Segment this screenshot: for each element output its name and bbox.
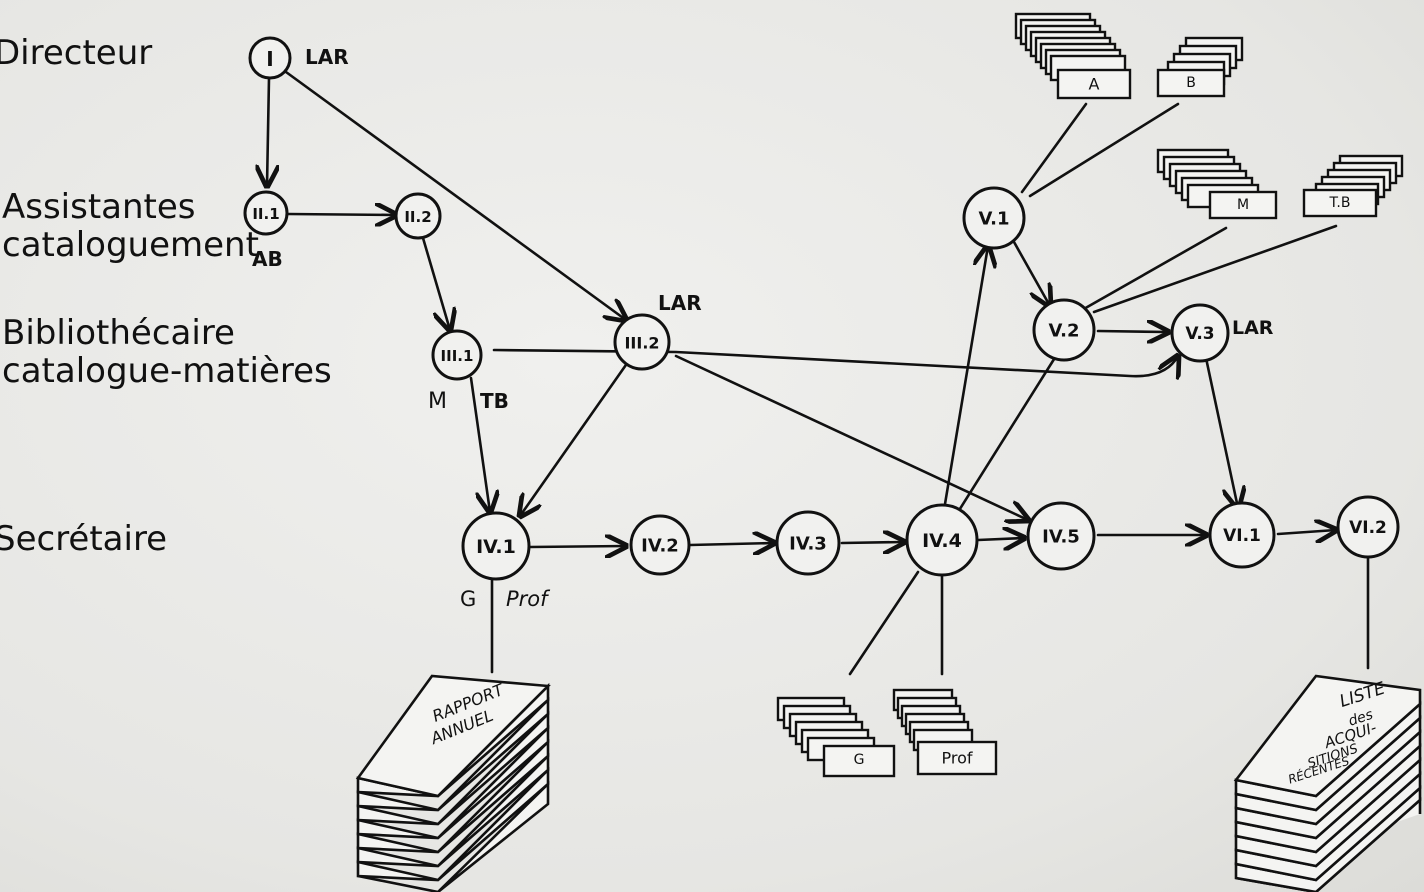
annotation-tb: TB [480,389,509,413]
edge-II1-II2 [286,214,396,215]
role-label-secretaire: Secrétaire [0,519,168,559]
link-V2-fileM [1080,226,1228,312]
edge-V1-V2 [1012,240,1050,306]
document-rapport-annuel [355,674,551,892]
role-label-assistantes-line2: catalogue­ment [2,225,259,265]
file-stack-g [776,696,896,778]
edge-IV3-IV4 [840,542,904,543]
role-label-directeur: Directeur [0,33,153,73]
node-III-2-label: III.2 [624,334,659,353]
file-stack-b [1156,36,1244,98]
annotation-g: G [460,587,476,611]
file-label-a: A [1089,75,1100,94]
edge-IV4-V1 [942,246,988,512]
annotation-prof: Prof [506,587,551,611]
edge-III2-IV5 [674,354,1028,520]
annotation-lar-3: LAR [1232,317,1274,339]
link-IV4-fileG [848,570,920,676]
edge-III1-IV1 [469,376,490,512]
edge-III2-IV1 [520,360,630,516]
node-IV-5-label: IV.5 [1042,527,1080,548]
node-IV-2-label: IV.2 [641,536,679,557]
annotation-m: M [428,389,447,414]
link-V1-fileA [1020,102,1088,194]
node-VI-2-label: VI.2 [1349,518,1387,538]
node-I-label: I [266,47,273,71]
role-label-assistantes-line1: Assistantes [2,187,196,227]
edge-IV1-IV2 [528,546,626,547]
edge-VI1-VI2 [1276,530,1336,534]
liste-title-line2: des [1347,707,1376,730]
edge-V3-VI1 [1204,356,1238,508]
file-label-tb: T.B [1329,195,1351,211]
node-IV-4 [905,503,979,577]
edge-I-III2 [284,70,626,320]
node-IV-1 [461,511,531,581]
edge-IV2-IV3 [688,543,774,545]
file-label-b: B [1186,75,1196,91]
file-stack-m [1156,148,1278,220]
node-III-2 [613,313,671,371]
node-VI-1-label: VI.1 [1223,526,1261,546]
node-III-1 [431,329,483,381]
node-VI-2 [1336,495,1400,559]
node-V-2 [1032,298,1096,362]
annotation-lar-1: LAR [305,45,349,69]
role-label-bibliothecaire-line1: Bibliothécaire [2,313,235,353]
edge-II2-III1 [421,236,450,330]
node-IV-2 [629,514,691,576]
file-label-prof: Prof [941,749,972,768]
node-III-1-label: III.1 [441,347,474,365]
file-stack-a [1014,12,1132,100]
node-V-3 [1170,303,1230,363]
node-II-2 [394,192,442,240]
node-II-2-label: II.2 [404,208,431,226]
file-stack-tb [1302,154,1404,218]
node-V-3-label: V.3 [1185,324,1214,344]
node-IV-5 [1026,501,1096,571]
edge-IV4-IV5 [976,538,1024,540]
annotation-lar-2: LAR [658,291,702,315]
node-IV-4-label: IV.4 [922,530,962,552]
node-IV-1-label: IV.1 [476,536,516,558]
node-V-1 [962,186,1026,250]
file-stack-prof [892,688,998,776]
file-label-m: M [1237,197,1249,213]
file-label-g: G [854,752,865,768]
node-IV-3-label: IV.3 [789,534,827,555]
node-I [248,36,292,80]
node-II-1-label: II.1 [252,205,279,223]
node-V-1-label: V.1 [979,209,1010,230]
node-II-1 [243,190,289,236]
edge-I-II1 [267,76,269,186]
role-label-bibliothecaire-line2: catalogue-matières [2,351,332,391]
node-V-2-label: V.2 [1049,321,1080,342]
document-liste-acquisitions [1233,674,1422,892]
edge-III1-V3 [492,348,1178,376]
link-V1-fileB [1028,102,1180,198]
node-VI-1 [1208,501,1276,569]
link-V2-fileTB [1092,224,1338,314]
edge-V2-V3 [1096,331,1168,332]
node-IV-3 [775,510,841,576]
edge-IV4-V2 [956,354,1058,514]
annotation-ab: AB [252,247,283,271]
